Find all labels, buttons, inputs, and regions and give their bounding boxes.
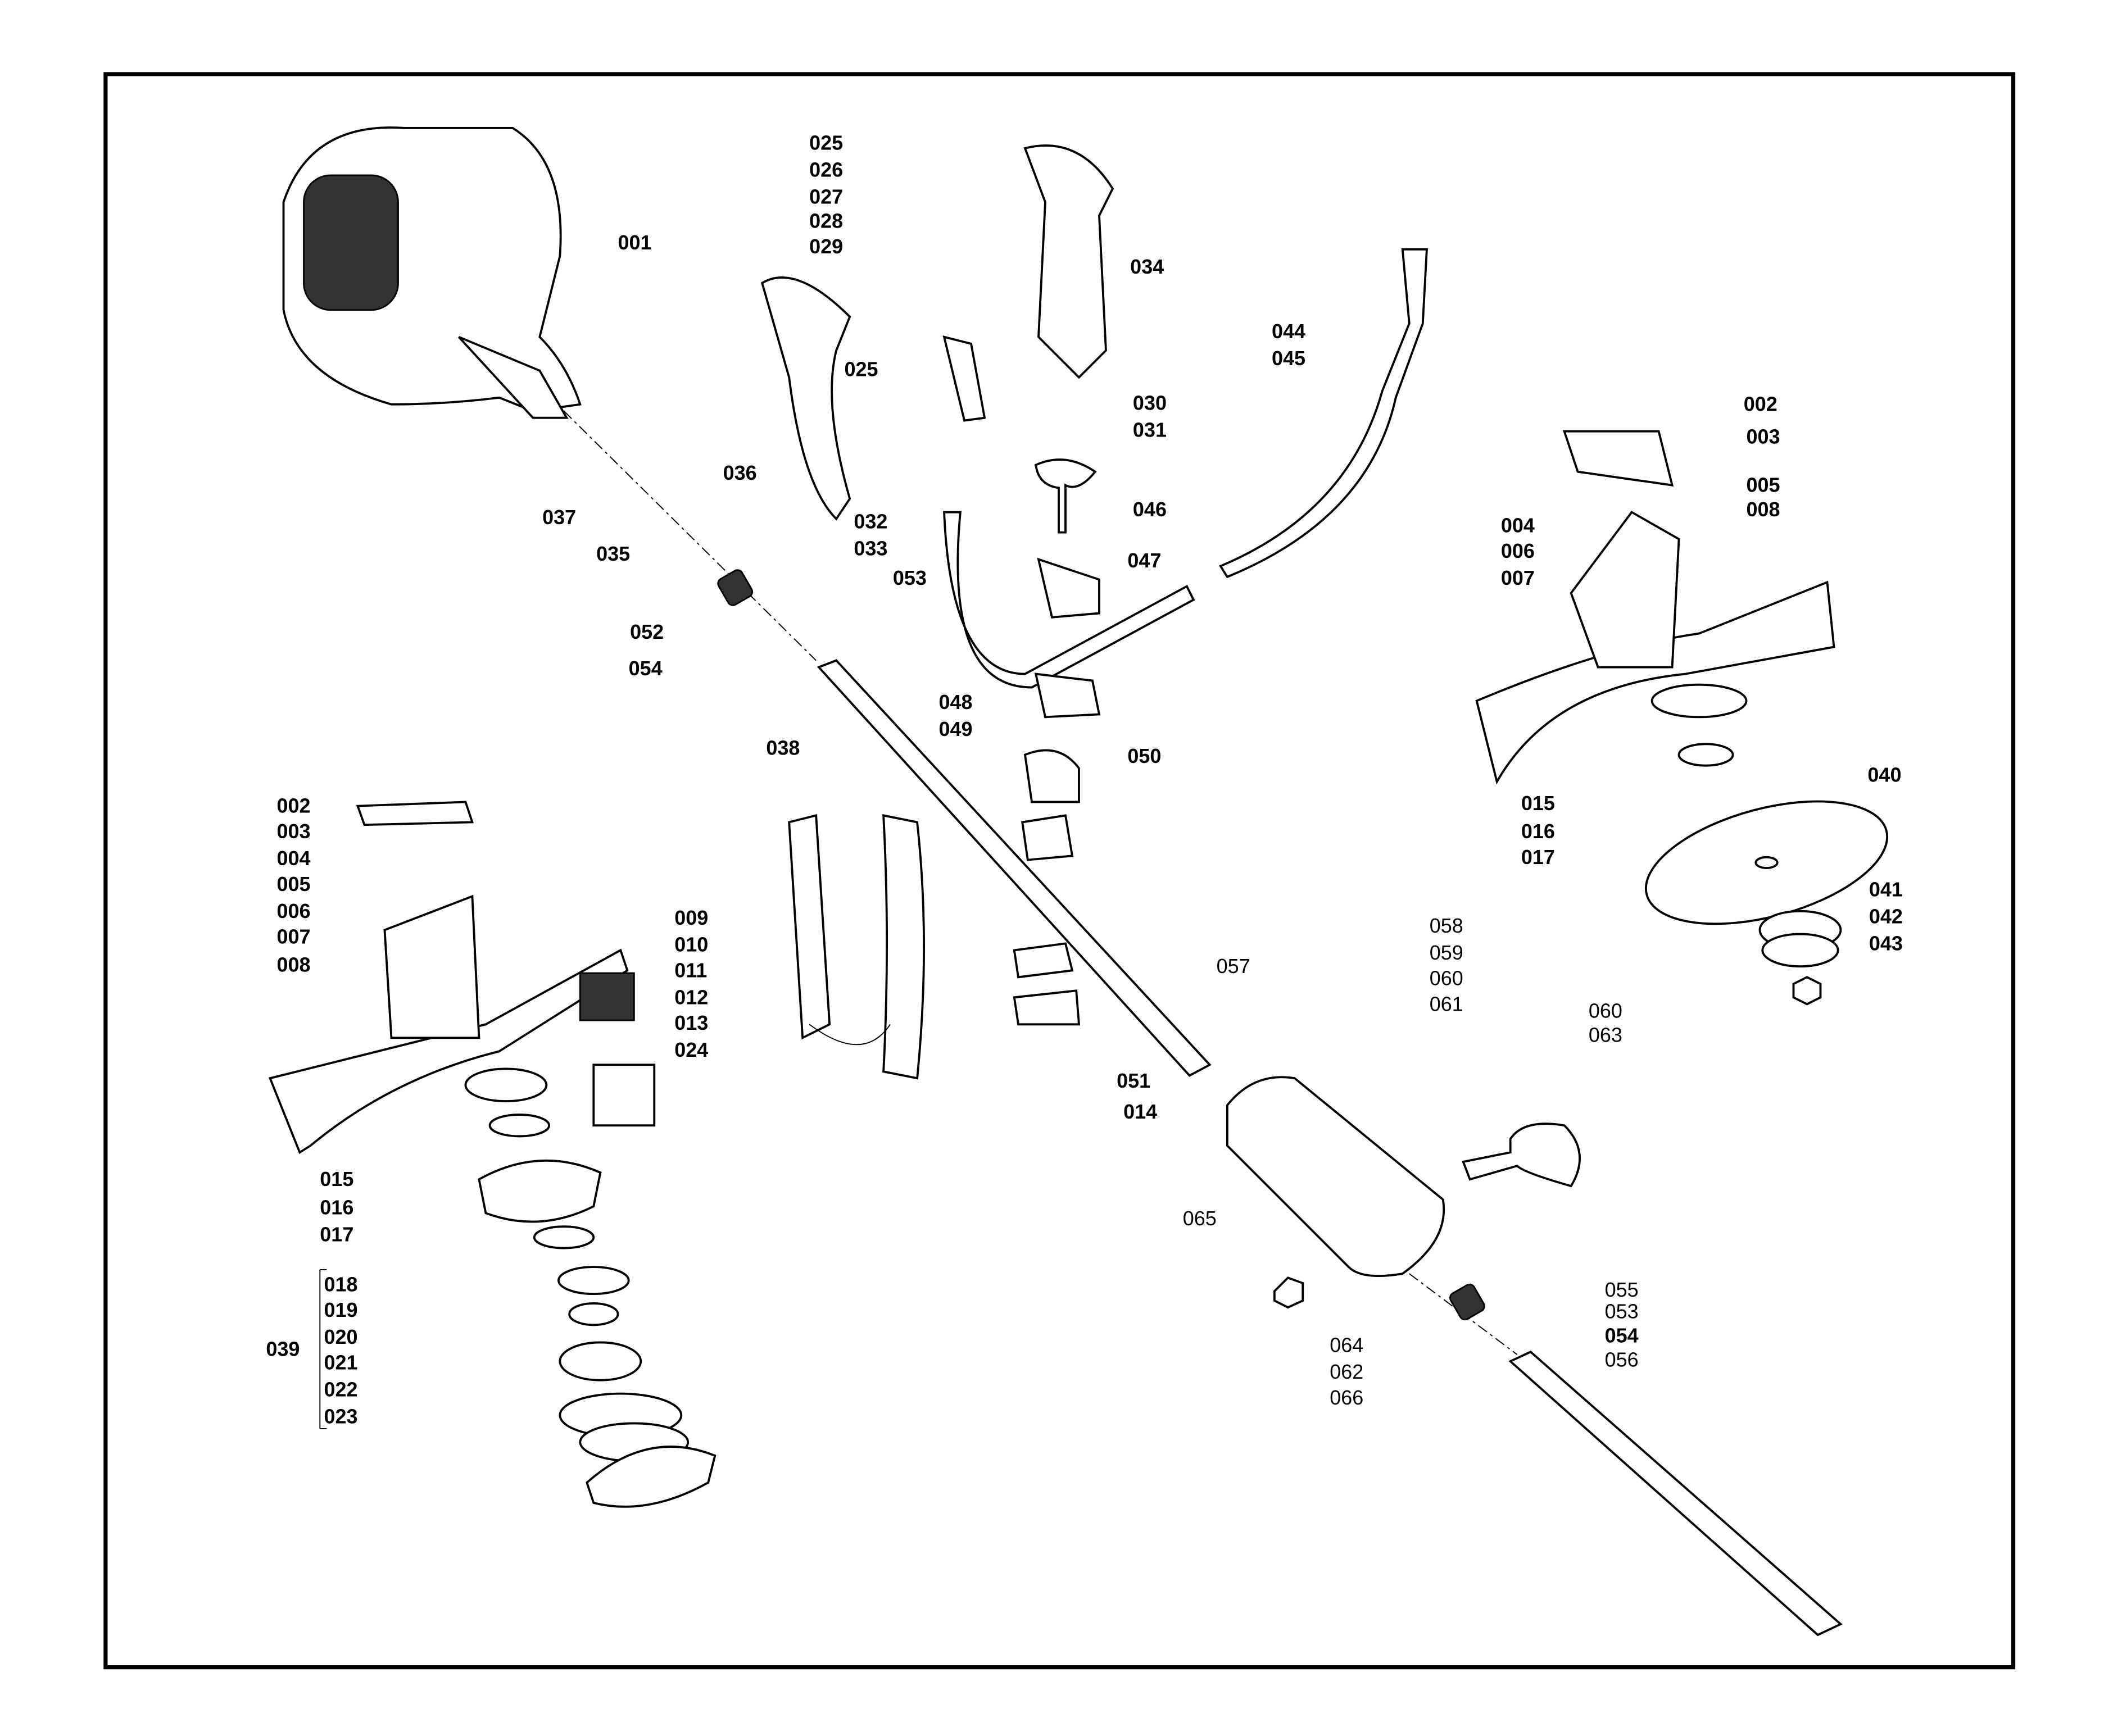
part-number-label: 024 <box>674 1038 708 1061</box>
part-number-label: 028 <box>809 209 843 232</box>
part-number-label: 006 <box>277 899 311 922</box>
part-number-label: 015 <box>320 1167 353 1190</box>
part-number-label: 036 <box>723 461 757 484</box>
part-number-label: 053 <box>1605 1299 1639 1323</box>
part-number-label: 065 <box>1183 1207 1217 1230</box>
part-number-label: 007 <box>277 925 311 948</box>
part-number-label: 020 <box>324 1325 358 1348</box>
part-number-label: 026 <box>809 158 843 181</box>
part-number-label: 006 <box>1501 539 1535 562</box>
part-number-label: 013 <box>674 1011 708 1034</box>
part-number-label: 034 <box>1130 255 1164 278</box>
part-number-label: 016 <box>320 1196 353 1219</box>
handle-part <box>760 144 1114 521</box>
part-number-label: 044 <box>1272 320 1305 343</box>
engine-part <box>282 126 582 419</box>
part-number-label: 012 <box>674 985 708 1008</box>
part-number-label: 017 <box>320 1223 353 1246</box>
part-number-label: 011 <box>674 958 707 981</box>
part-number-label: 057 <box>1217 955 1250 978</box>
diagram-border <box>103 72 2016 1670</box>
part-number-label: 009 <box>674 906 708 929</box>
part-number-label: 040 <box>1867 763 1901 786</box>
part-number-label: 002 <box>277 794 311 817</box>
part-number-label: 002 <box>1744 393 1777 416</box>
part-number-label: 035 <box>596 542 630 565</box>
part-number-label: 008 <box>1747 498 1780 521</box>
part-number-label: 017 <box>1521 846 1555 869</box>
part-number-label: 063 <box>1589 1023 1622 1046</box>
part-number-label: 014 <box>1123 1100 1157 1123</box>
part-number-label: 029 <box>809 235 843 258</box>
part-number-label: 052 <box>630 620 664 643</box>
part-number-label: 049 <box>938 717 972 740</box>
right-guard-part <box>1475 430 1835 785</box>
part-number-label: 032 <box>854 510 887 533</box>
part-number-label: 022 <box>324 1378 358 1401</box>
part-number-label: 015 <box>1521 792 1555 815</box>
part-number-label: 047 <box>1127 549 1161 572</box>
harness-strap-part <box>788 814 926 1080</box>
part-number-label: 051 <box>1117 1069 1150 1092</box>
part-number-label: 005 <box>277 872 311 896</box>
part-number-label: 039 <box>266 1337 300 1360</box>
part-number-label: 054 <box>629 657 663 680</box>
part-number-label: 060 <box>1430 967 1463 990</box>
part-number-label: 033 <box>854 537 887 560</box>
part-number-label: 019 <box>324 1298 358 1321</box>
part-number-label: 066 <box>1330 1386 1363 1409</box>
part-number-label: 041 <box>1869 878 1903 901</box>
part-number-label: 007 <box>1501 566 1535 589</box>
part-number-label: 043 <box>1869 931 1903 955</box>
handlebar-part <box>943 248 1428 1026</box>
part-number-label: 061 <box>1430 992 1463 1015</box>
part-number-label: 021 <box>324 1351 358 1374</box>
part-number-label: 025 <box>809 131 843 154</box>
part-number-label: 062 <box>1330 1360 1363 1383</box>
part-number-label: 005 <box>1747 474 1780 497</box>
part-number-label: 064 <box>1330 1333 1363 1356</box>
part-number-label: 025 <box>845 357 878 380</box>
part-number-label: 003 <box>277 820 311 843</box>
part-number-label: 055 <box>1605 1278 1639 1301</box>
part-number-label: 008 <box>277 953 311 976</box>
blade-part <box>1644 800 1889 1006</box>
part-number-label: 010 <box>674 933 708 956</box>
part-number-label: 031 <box>1133 418 1167 441</box>
part-number-label: 045 <box>1272 347 1305 370</box>
part-number-label: 030 <box>1133 391 1167 414</box>
drive-shaft-part <box>563 411 1843 1637</box>
part-number-label: 003 <box>1747 425 1780 448</box>
part-number-label: 058 <box>1430 914 1463 937</box>
left-guard-part <box>268 801 717 1508</box>
part-number-label: 001 <box>618 231 652 254</box>
part-number-label: 038 <box>766 736 800 759</box>
part-number-label: 060 <box>1589 999 1622 1022</box>
part-number-label: 016 <box>1521 820 1555 843</box>
part-number-label: 023 <box>324 1405 358 1428</box>
part-number-label: 046 <box>1133 498 1167 521</box>
part-number-label: 053 <box>893 566 927 589</box>
part-number-label: 037 <box>542 506 576 529</box>
part-number-label: 018 <box>324 1273 358 1296</box>
part-number-label: 059 <box>1430 941 1463 964</box>
part-number-label: 004 <box>1501 514 1535 537</box>
part-number-label: 042 <box>1869 905 1903 928</box>
part-number-label: 054 <box>1605 1324 1639 1347</box>
part-number-label: 004 <box>277 847 311 870</box>
part-number-label: 027 <box>809 185 843 208</box>
part-number-label: 050 <box>1127 744 1161 767</box>
part-number-label: 056 <box>1605 1348 1639 1371</box>
part-number-label: 048 <box>938 690 972 714</box>
